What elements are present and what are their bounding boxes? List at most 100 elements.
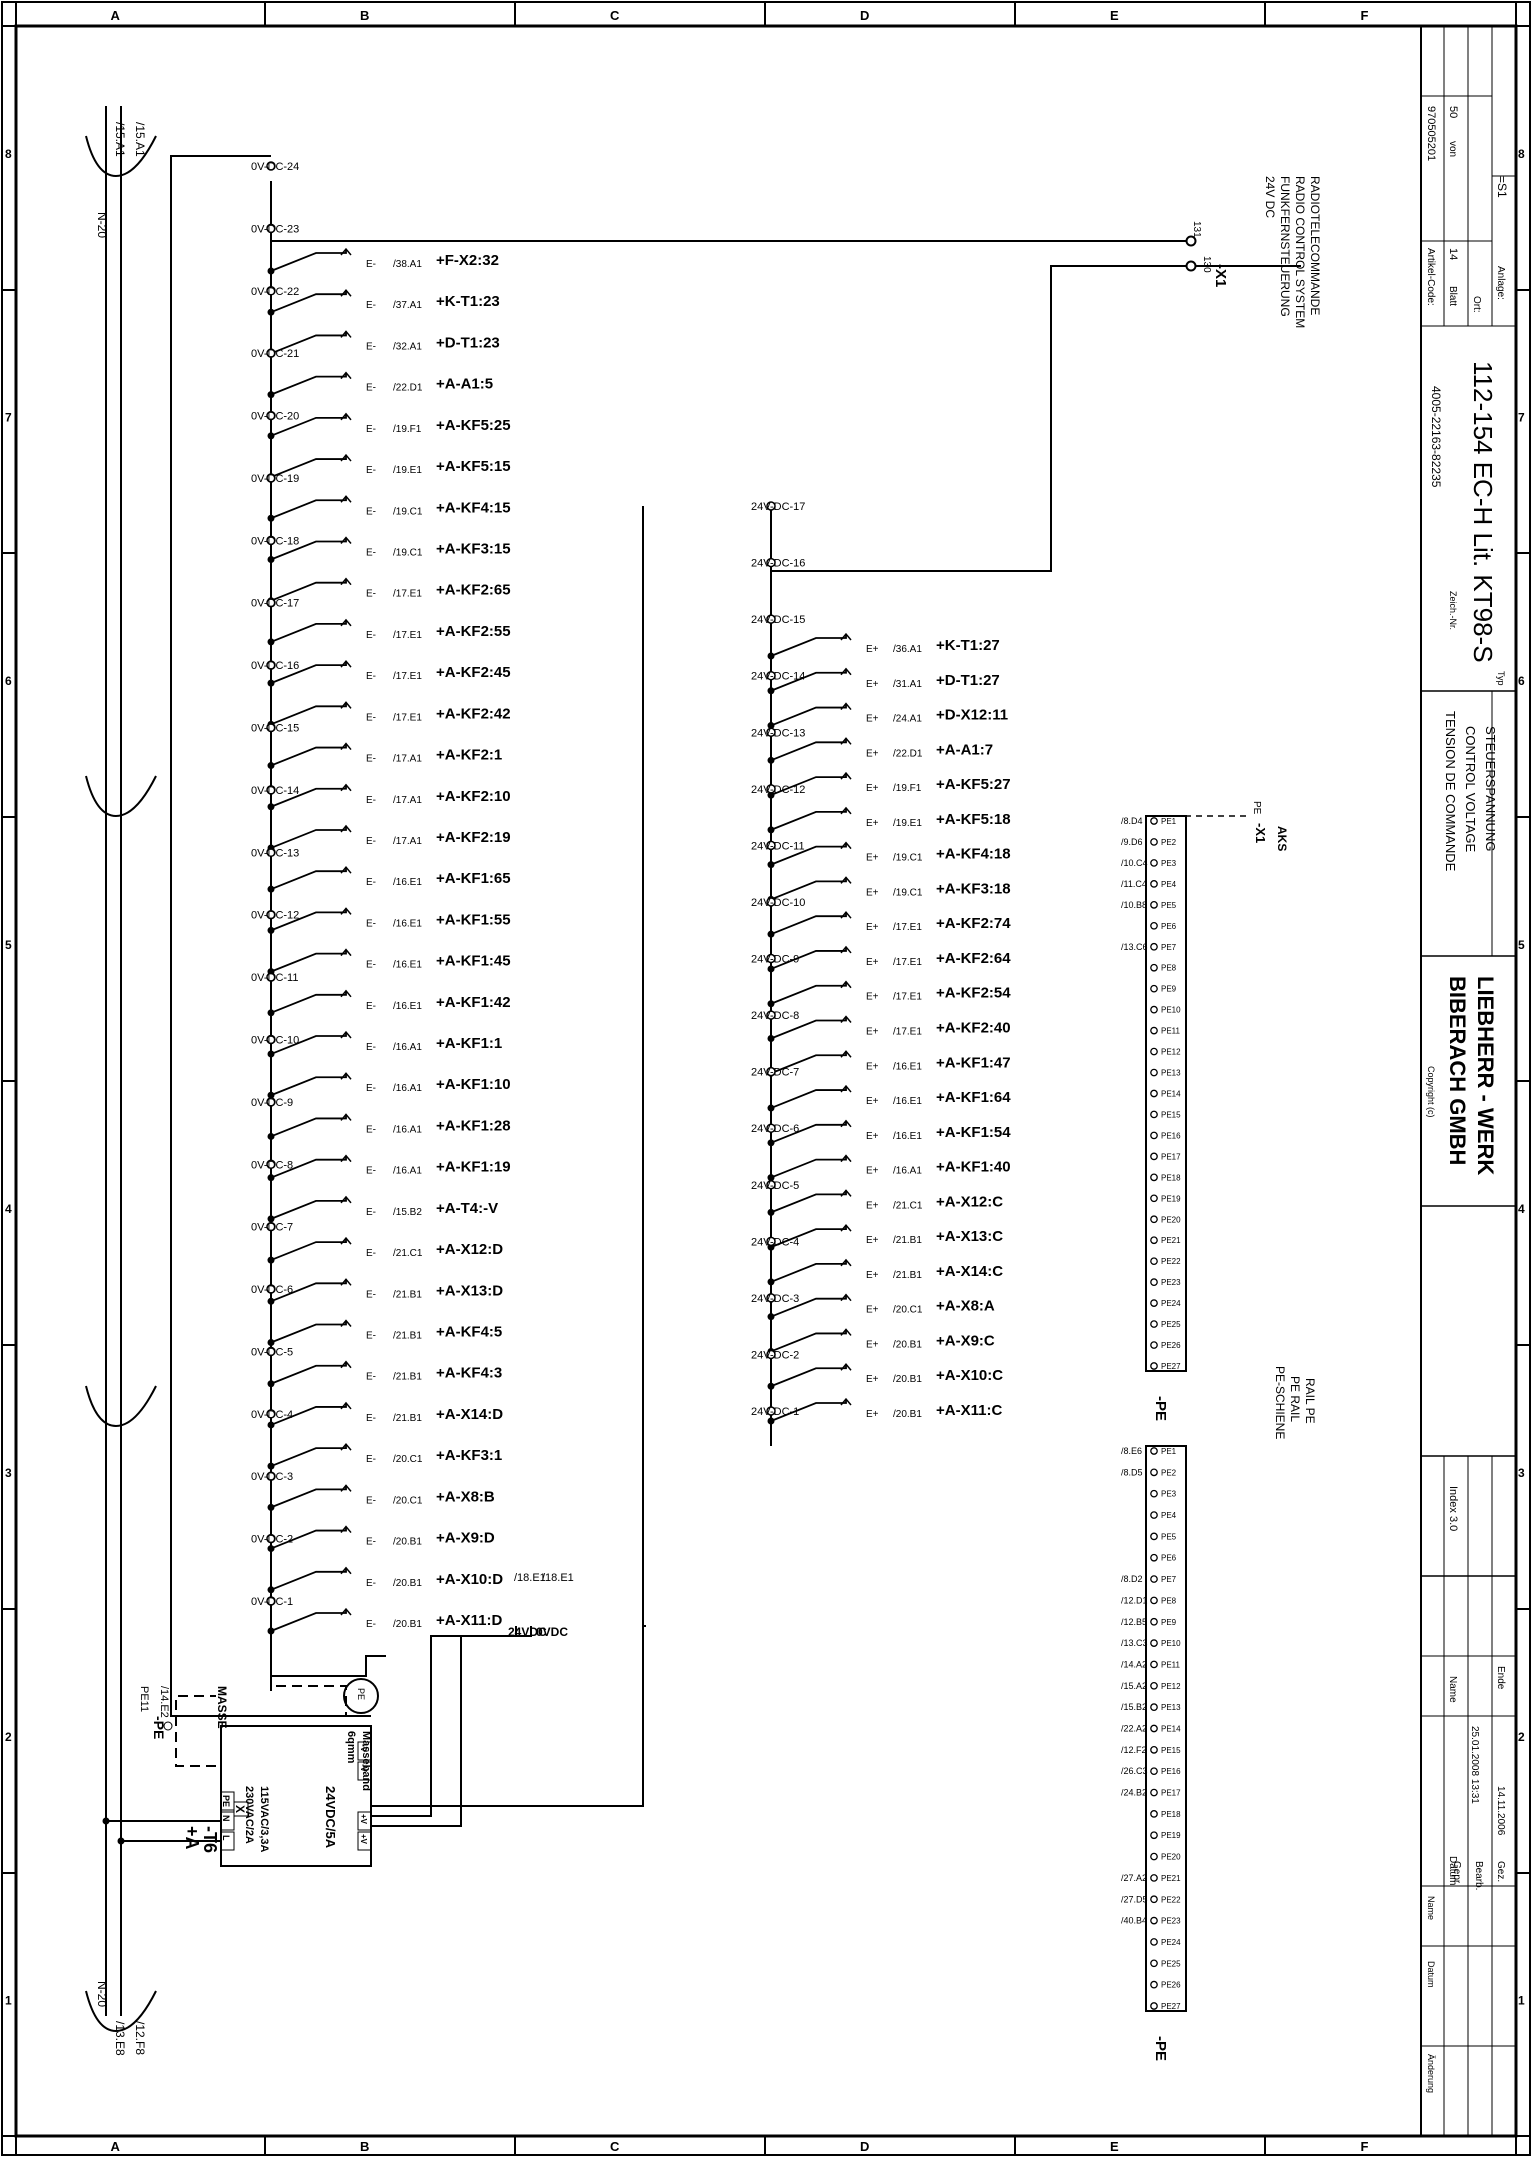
x1-caption-4: RADIOTELECOMMANDE: [1308, 176, 1322, 315]
pe-terminal-label: PE1: [1161, 817, 1177, 826]
x1-radio-connector: 131 130 -X1 24V DC FUNKFERNSTEUERUNG RAD…: [271, 176, 1322, 328]
v24-load-signal: E+: [866, 644, 879, 655]
pe-terminal-dot: [1150, 1938, 1158, 1946]
v24-load-ref: /19.C1: [893, 853, 923, 864]
ov-load-ref: /16.A1: [393, 1124, 422, 1135]
tb-typ-label: Typ: [1496, 671, 1506, 686]
ov-node-label: 0V-DC-1: [251, 1596, 293, 1608]
pe-terminal-ref: /12.F2: [1121, 1745, 1147, 1755]
v24-load-device: +A-KF4:18: [936, 846, 1011, 863]
ov-load-ref: /17.E1: [393, 712, 422, 723]
v24-load-ref: /21.B1: [893, 1270, 922, 1281]
ov-load-wire: [270, 990, 347, 1014]
pe-terminal-ref: /14.A2: [1121, 1659, 1147, 1669]
pe-terminal-dot: [1150, 1959, 1158, 1968]
v24-load-wire: [770, 1329, 847, 1353]
ov-load-device: +A-KF2:65: [436, 582, 511, 599]
v24-node-label: 24V-DC-13: [751, 727, 805, 739]
rail-ref-top-2: /15.A1: [113, 122, 127, 157]
pe-terminal-label: PE16: [1161, 1131, 1181, 1140]
ov-node-label: 0V-DC-13: [251, 847, 299, 859]
pe-terminal-label: PE5: [1161, 1532, 1177, 1541]
rail-ref-bottom-2: /13.E8: [113, 2021, 127, 2056]
tb-company-2: BIBERACH GMBH: [1445, 976, 1470, 1165]
pe-terminal-dot: [1150, 1852, 1158, 1861]
pe-terminal-label: PE15: [1161, 1110, 1181, 1119]
v24-load-device: +A-KF2:40: [936, 1020, 1011, 1037]
ov-node: [266, 473, 276, 483]
zone-letter-top: C: [610, 8, 620, 23]
v24-load-device: +A-X10:C: [936, 1367, 1003, 1384]
ov-node: [266, 1409, 276, 1419]
pe-terminal-dot: [1150, 1767, 1158, 1776]
v24-load-signal: E+: [866, 1339, 879, 1350]
psu-ref-a: +A: [182, 1826, 202, 1850]
pe-terminal-label: PE23: [1161, 1278, 1181, 1287]
pe-terminal-dot: [1150, 1005, 1158, 1014]
pe-terminal-ref: /10.C4: [1121, 858, 1148, 868]
ov-load-device: +A-KF1:28: [436, 1117, 511, 1134]
v24-load-wire: [770, 1086, 847, 1109]
v24-node: [766, 1236, 776, 1247]
pe-terminal-label: PE12: [1161, 1682, 1181, 1691]
tb-name: Name: [1447, 1676, 1458, 1703]
ov-node: [266, 972, 276, 982]
ov-load-wire: [270, 331, 347, 355]
v24-node-label: 24V-DC-3: [751, 1293, 799, 1305]
v24-load-ref: /19.F1: [893, 783, 922, 794]
ground-symbol: PE 6qmm Masseband: [276, 1678, 379, 1791]
v24-node: [766, 1349, 776, 1360]
tb-artikel-value: 970505201: [1425, 106, 1437, 161]
ov-load-ref: /19.C1: [393, 547, 423, 558]
pe-terminal-label: PE3: [1161, 859, 1177, 868]
pe-terminal-ref: /12.B5: [1121, 1617, 1147, 1627]
ov-load-ref: /21.B1: [393, 1331, 422, 1342]
pe-terminal-ref: /8.E6: [1121, 1446, 1142, 1456]
v24-load-signal: E+: [866, 1131, 879, 1142]
v24-load-wire: [770, 1051, 847, 1075]
pe-terminal-dot: [1150, 1639, 1158, 1647]
v24-load-ref: /20.B1: [893, 1409, 922, 1420]
ov-load-device: +A-KF4:15: [436, 499, 511, 516]
v24-load-signal: E+: [866, 1096, 879, 1107]
ov-load-wire: [270, 537, 347, 561]
ov-load-device: +A-KF4:5: [436, 1324, 502, 1341]
pe-terminal-label: PE9: [1161, 1618, 1177, 1627]
tb-typ-value: 112-154 EC-H Lit. KT98-S: [1468, 361, 1498, 663]
x1-ref: -X1: [1212, 264, 1229, 287]
ov-load-device: +A-KF1:1: [436, 1035, 502, 1052]
ov-load-device: +A-X11:D: [436, 1612, 502, 1629]
pe-terminal-ref: /27.A2: [1121, 1873, 1147, 1883]
v24-load-signal: E+: [866, 1235, 879, 1246]
ov-load-ref: /19.E1: [393, 465, 422, 476]
ov-load-ref: /21.B1: [393, 1289, 422, 1300]
ov-load-wire: [270, 784, 347, 808]
ov-load-signal: E-: [366, 1331, 376, 1342]
v24-load-wire: [770, 912, 847, 936]
pe-terminal-ref: /13.C6: [1121, 942, 1148, 952]
pe-terminal-label: PE1: [1161, 1447, 1177, 1456]
ov-load-device: +A-KF2:1: [436, 747, 502, 764]
pe-terminal-dot: [1150, 1681, 1158, 1690]
ov-node: [266, 597, 276, 608]
pe-terminal-dot: [1150, 1660, 1158, 1669]
ov-load-wire: [270, 1073, 347, 1097]
rail-ref-bottom-1: /12.F8: [133, 2021, 147, 2055]
ground-cable-2: Masseband: [360, 1731, 372, 1791]
ov-load-device: +A-KF2:42: [436, 705, 511, 722]
v24-load-ref: /20.B1: [893, 1374, 922, 1385]
v24-load-device: +A-KF2:74: [936, 915, 1011, 932]
v24-load-ref: /16.E1: [893, 1061, 922, 1072]
pe-terminal-ref: /24.B2: [1121, 1788, 1147, 1798]
tb-title-1: STEUERSPANNUNG: [1483, 726, 1498, 851]
pe-terminal-dot: [1150, 1745, 1158, 1754]
ov-load-wire: [270, 867, 347, 891]
psu-terminal-in: PE: [221, 1795, 231, 1807]
v24-load-device: +A-X13:C: [936, 1228, 1003, 1245]
pe-terminal-label: PE26: [1161, 1981, 1181, 1990]
v24-load-signal: E+: [866, 1166, 879, 1177]
tb-approved-label: Gepr.: [1451, 1861, 1462, 1885]
ov-load-signal: E-: [366, 836, 376, 847]
tb-change-col: Änderung: [1426, 2054, 1436, 2093]
ov-node-label: 0V-DC-15: [251, 723, 299, 735]
